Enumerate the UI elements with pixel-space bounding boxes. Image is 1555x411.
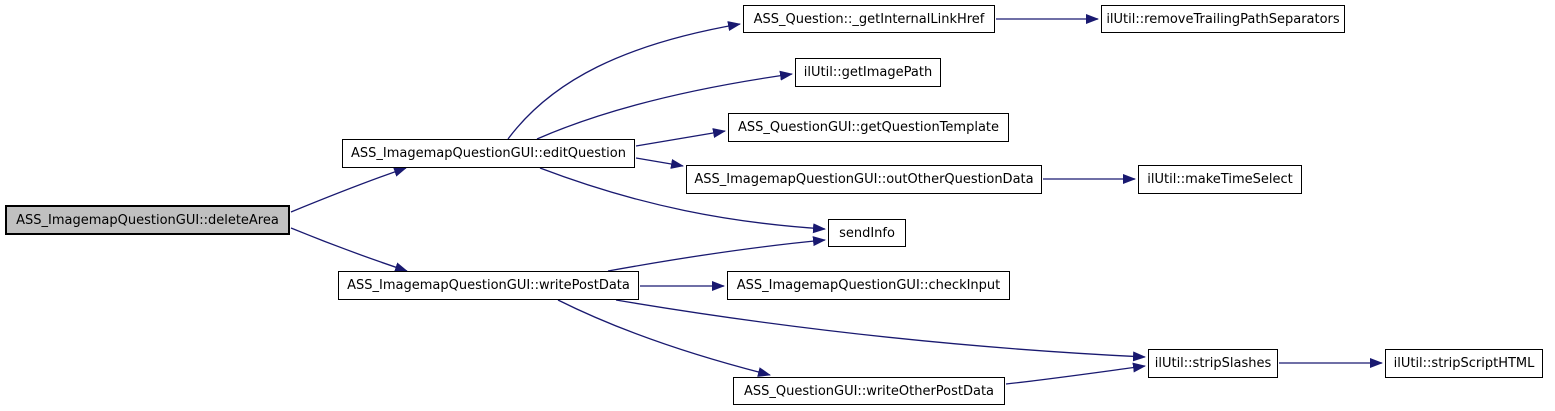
edge-writePostData-to-writeOtherPostData [557, 299, 771, 377]
edge-editQuestion-to-getInternalLinkHref [507, 21, 741, 140]
node-makeTimeSelect[interactable]: ilUtil::makeTimeSelect [1138, 165, 1302, 194]
edge-writeOtherPostData-to-stripSlashes [1005, 362, 1146, 385]
edge-editQuestion-to-sendInfo [539, 167, 826, 234]
node-checkInput[interactable]: ASS_ImagemapQuestionGUI::checkInput [727, 271, 1010, 300]
node-stripSlashes[interactable]: ilUtil::stripSlashes [1148, 349, 1278, 378]
edge-deleteArea-to-editQuestion [290, 167, 407, 213]
edge-deleteArea-to-writePostData [290, 227, 408, 272]
edge-group [290, 14, 1383, 385]
edge-editQuestion-to-getQuestionTemplate [635, 128, 726, 147]
node-getImagePath[interactable]: ilUtil::getImagePath [795, 58, 941, 87]
node-writePostData[interactable]: ASS_ImagemapQuestionGUI::writePostData [338, 271, 639, 300]
node-deleteArea[interactable]: ASS_ImagemapQuestionGUI::deleteArea [5, 205, 290, 235]
edge-writePostData-to-sendInfo [607, 236, 826, 272]
node-getInternalLinkHref[interactable]: ASS_Question::_getInternalLinkHref [743, 5, 995, 33]
node-getQuestionTemplate[interactable]: ASS_QuestionGUI::getQuestionTemplate [728, 113, 1009, 142]
node-removeTrailingPathSeparators[interactable]: ilUtil::removeTrailingPathSeparators [1101, 5, 1345, 33]
node-sendInfo[interactable]: sendInfo [828, 219, 906, 247]
edge-editQuestion-to-outOtherQuestionData [635, 157, 684, 169]
edge-writePostData-to-stripSlashes [615, 299, 1146, 362]
node-editQuestion[interactable]: ASS_ImagemapQuestionGUI::editQuestion [342, 139, 635, 168]
edge-editQuestion-to-getImagePath [536, 70, 793, 140]
node-writeOtherPostData[interactable]: ASS_QuestionGUI::writeOtherPostData [733, 377, 1005, 405]
node-outOtherQuestionData[interactable]: ASS_ImagemapQuestionGUI::outOtherQuestio… [686, 165, 1042, 194]
node-stripScriptHTML[interactable]: ilUtil::stripScriptHTML [1385, 349, 1543, 378]
